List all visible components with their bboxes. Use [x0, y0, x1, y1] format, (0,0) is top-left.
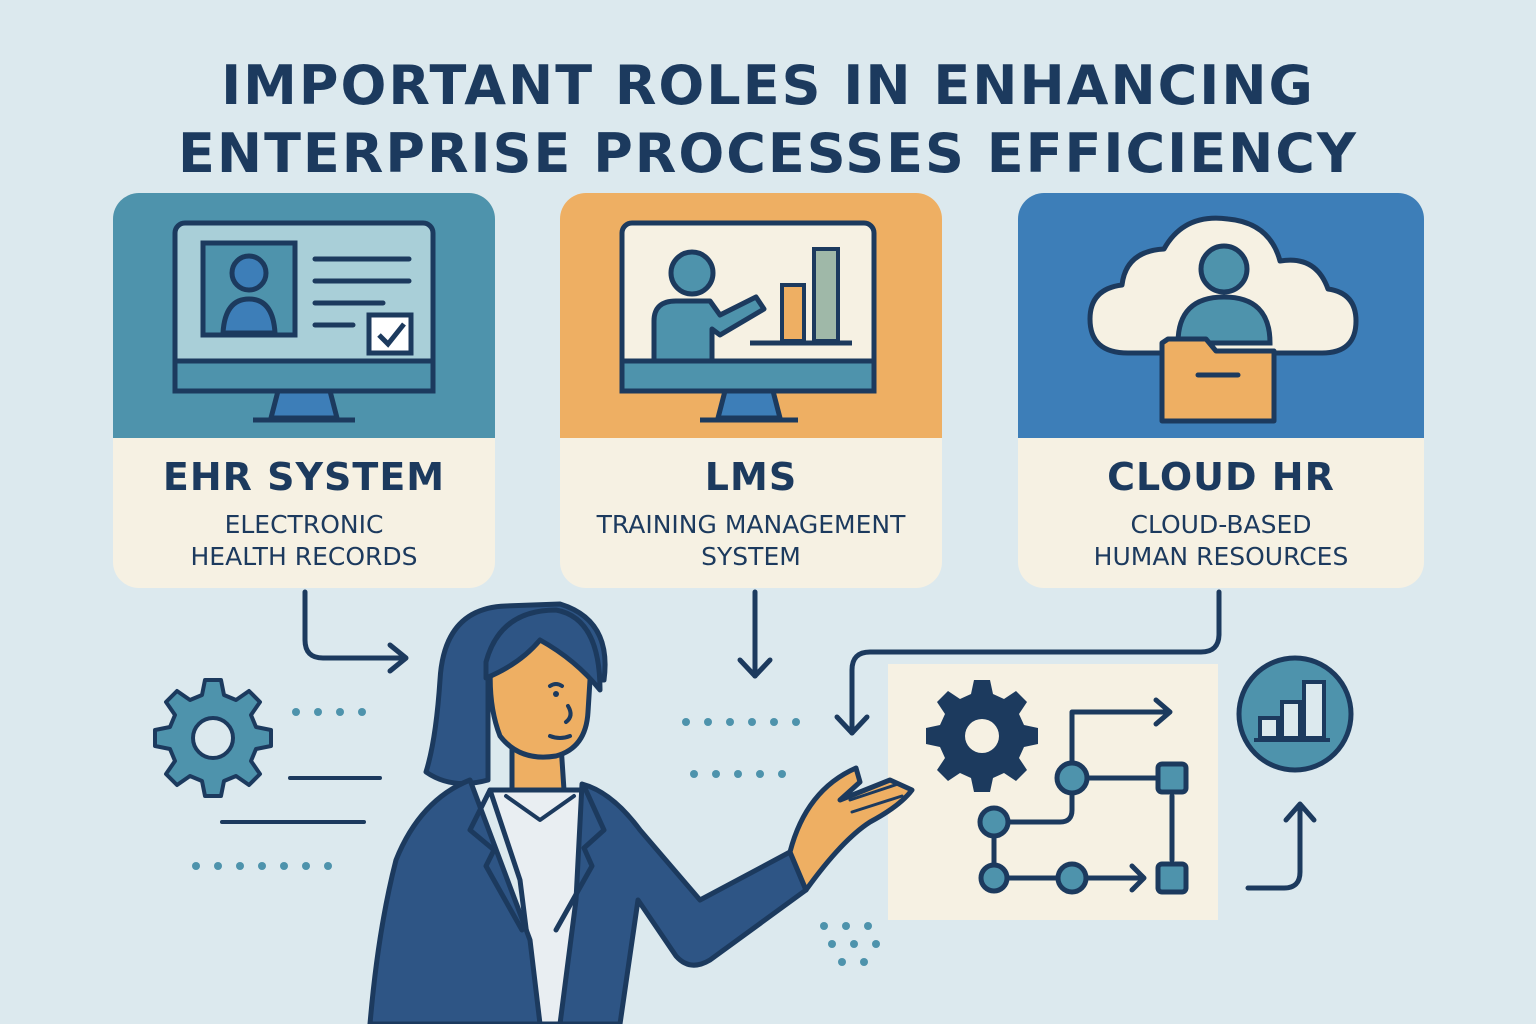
- card-title: LMS: [704, 455, 798, 499]
- card-ehr-system: EHR SYSTEM ELECTRONIC HEALTH RECORDS: [113, 193, 495, 588]
- card-description: TRAINING MANAGEMENT SYSTEM: [560, 509, 942, 573]
- card-title: CLOUD HR: [1107, 455, 1335, 499]
- card-description: CLOUD-BASED HUMAN RESOURCES: [1018, 509, 1424, 573]
- card-description-line: ELECTRONIC: [224, 510, 384, 539]
- cloud-person-folder-icon: [1018, 193, 1424, 438]
- title-line-2: ENTERPRISE PROCESSES EFFICIENCY: [177, 122, 1359, 185]
- card-description-line: CLOUD-BASED: [1130, 510, 1312, 539]
- card-description-line: HEALTH RECORDS: [190, 542, 418, 571]
- connector-arrow-ehr: [302, 589, 409, 674]
- monitor-profile-check-icon: [113, 193, 495, 438]
- card-description-line: TRAINING MANAGEMENT: [596, 510, 906, 539]
- title-line-1: IMPORTANT ROLES IN ENHANCING: [221, 54, 1315, 117]
- workflow-diagram-icon: [888, 664, 1218, 920]
- card-lms: LMS TRAINING MANAGEMENT SYSTEM: [560, 193, 942, 588]
- card-description-line: HUMAN RESOURCES: [1093, 542, 1349, 571]
- connector-arrow-cloud-hr: [834, 589, 1222, 736]
- card-description: ELECTRONIC HEALTH RECORDS: [113, 509, 495, 573]
- card-description-line: SYSTEM: [701, 542, 801, 571]
- businesswoman-illustration: [367, 601, 915, 1024]
- upward-arrow-icon: [1245, 801, 1317, 891]
- gear-icon: [153, 678, 273, 798]
- connector-arrow-lms: [737, 589, 773, 679]
- card-title: EHR SYSTEM: [162, 455, 446, 499]
- decorative-dots: [192, 708, 880, 966]
- card-cloud-hr: CLOUD HR CLOUD-BASED HUMAN RESOURCES: [1018, 193, 1424, 588]
- monitor-presenter-chart-icon: [560, 193, 942, 438]
- page-title: IMPORTANT ROLES IN ENHANCING ENTERPRISE …: [0, 52, 1536, 188]
- growth-chart-icon: [1236, 655, 1354, 773]
- decorative-lines: [220, 776, 382, 824]
